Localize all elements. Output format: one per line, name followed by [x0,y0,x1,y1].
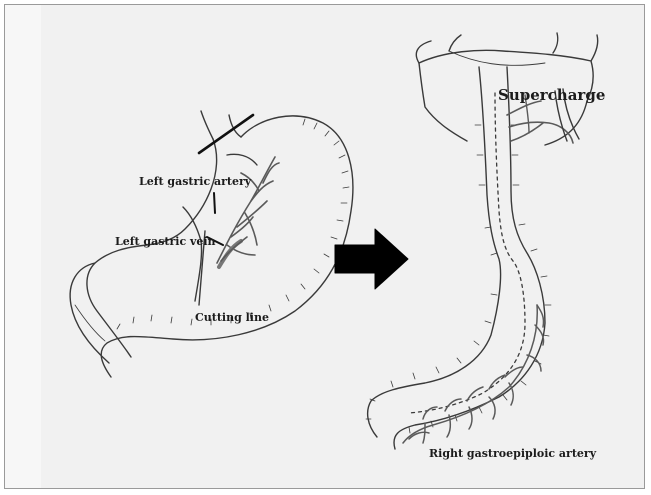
label-cutting-line: Cutting line [195,311,269,324]
label-right-gastroepiploic-artery: Right gastroepiploic artery [429,447,597,460]
label-supercharge: Supercharge [498,86,605,104]
label-left-gastric-artery: Left gastric artery [139,175,252,188]
figure-frame: Left gastric artery Left gastric vein Cu… [4,4,645,489]
gastroepiploic-arcade [403,305,544,443]
label-left-gastric-vein: Left gastric vein [115,235,216,248]
diagram-canvas: Left gastric artery Left gastric vein Cu… [5,5,645,489]
left-gastric-vessels [217,157,279,267]
